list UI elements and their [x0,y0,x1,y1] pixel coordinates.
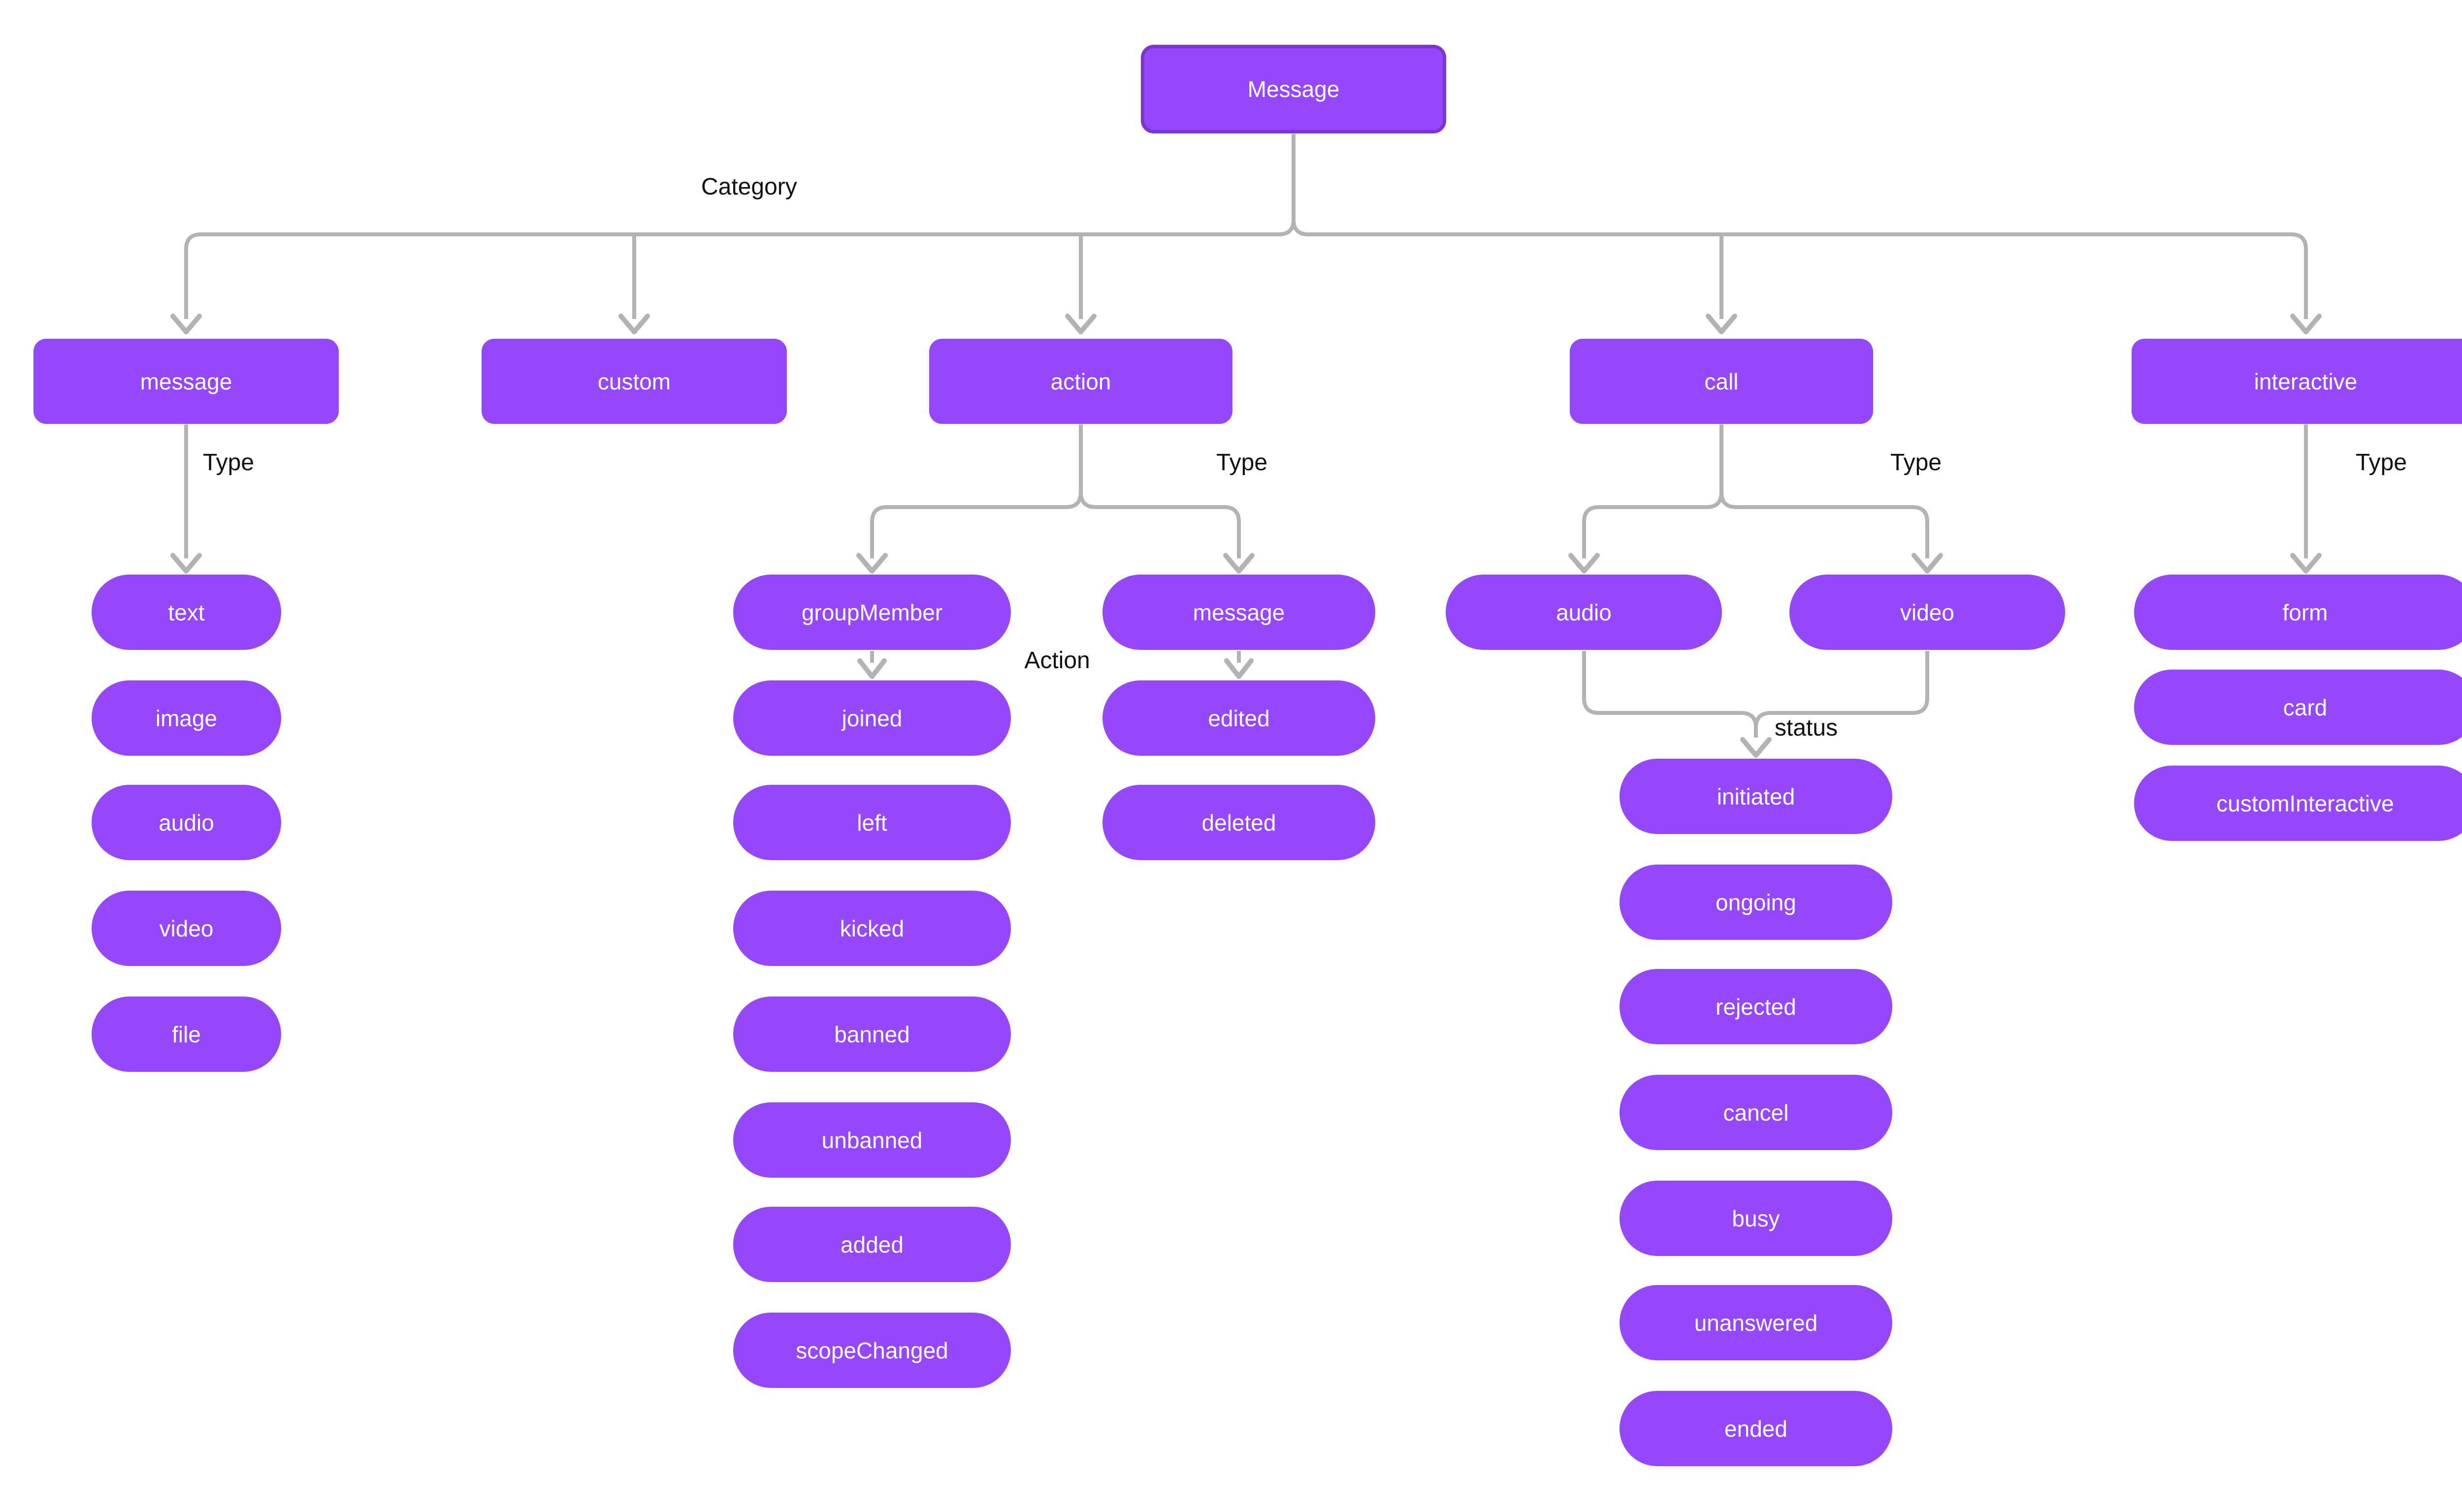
edge-root-to-message [184,134,1296,319]
node-type-action-message: message [1102,575,1375,650]
node-type-file: file [92,997,281,1072]
node-status-cancel: cancel [1620,1075,1892,1150]
arrowhead-action [1065,314,1097,334]
node-interactive-custom-interactive: customInteractive [2134,766,2462,841]
node-type-group-member: groupMember [733,575,1011,650]
node-status-ended: ended [1620,1391,1892,1466]
node-call-audio: audio [1446,575,1722,650]
edge-label-status: status [1775,715,1838,741]
node-action-deleted: deleted [1102,785,1375,860]
node-action-banned: banned [733,997,1011,1072]
node-action-edited: edited [1102,680,1375,756]
node-action-kicked: kicked [733,891,1011,966]
edge-call-to-video [1719,424,1929,558]
edge-label-category: Category [701,174,797,200]
edge-video-to-status [1754,651,1929,738]
node-type-video: video [92,891,281,966]
arrowhead-custom [618,314,650,334]
edge-label-action: Action [1024,647,1090,674]
arrowhead-call-audio [1568,553,1600,574]
node-status-ongoing: ongoing [1620,865,1892,940]
edge-action-to-group-member [870,424,1083,558]
node-category-custom: custom [482,339,787,424]
arrowhead-group-member [856,553,888,574]
node-action-joined: joined [733,680,1011,756]
edge-label-type-message: Type [203,450,255,476]
arrowhead-initiated [1740,737,1772,758]
node-type-image: image [92,680,281,756]
node-status-rejected: rejected [1620,969,1892,1044]
node-call-video: video [1789,575,2065,650]
arrowhead-message [170,314,202,334]
node-category-call: call [1570,339,1873,424]
edge-audio-to-status [1582,651,1758,738]
node-type-text: text [92,575,281,650]
arrowhead-edited [1224,658,1254,679]
node-status-unanswered: unanswered [1620,1285,1892,1360]
node-category-interactive: interactive [2132,339,2462,424]
node-status-initiated: initiated [1620,759,1892,834]
node-type-audio: audio [92,785,281,860]
arrowhead-text [170,553,202,574]
node-action-added: added [733,1207,1011,1282]
node-action-unbanned: unbanned [733,1102,1011,1178]
edge-root-to-interactive [1292,134,2308,319]
node-interactive-card: card [2134,670,2462,745]
edge-action-to-message [1079,424,1241,558]
arrowhead-form [2290,553,2322,574]
node-interactive-form: form [2134,575,2462,650]
node-category-message: message [33,339,339,424]
node-category-action: action [929,339,1232,424]
arrowhead-interactive [2290,314,2322,334]
arrowhead-call [1706,314,1737,334]
node-root-message: Message [1141,45,1446,133]
edge-label-type-action: Type [1216,450,1268,476]
node-action-left: left [733,785,1011,860]
edge-call-to-audio [1582,424,1723,558]
arrowhead-joined [857,658,887,679]
edge-label-type-call: Type [1890,450,1942,476]
edge-label-type-interactive: Type [2356,450,2407,476]
arrowhead-action-message [1223,553,1255,574]
node-status-busy: busy [1620,1181,1892,1256]
node-action-scope-changed: scopeChanged [733,1313,1011,1388]
arrowhead-call-video [1911,553,1943,574]
